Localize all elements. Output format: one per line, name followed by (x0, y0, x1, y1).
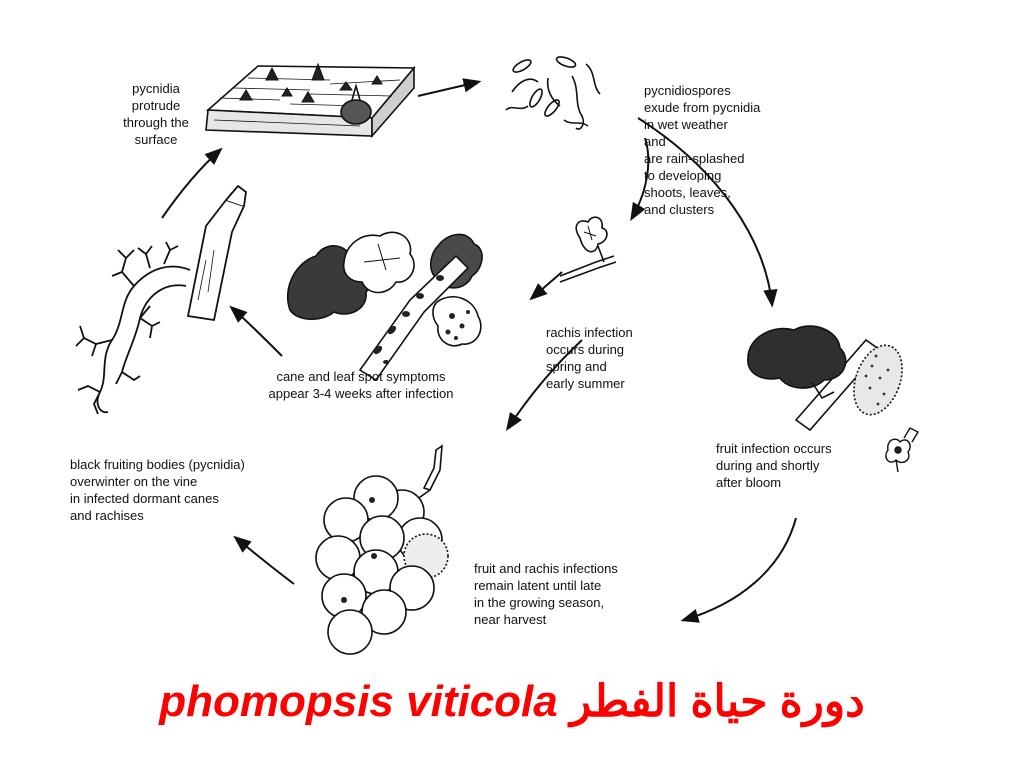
label-cane-leaf-symptoms: cane and leaf spot symptoms appear 3-4 w… (268, 369, 454, 401)
arrow-shoot-to-leaves (529, 271, 563, 301)
infected-leaves-and-shoot (286, 231, 483, 382)
dormant-vine-cane (75, 184, 247, 415)
label-rachis-infection: rachis infection occurs during spring an… (546, 325, 633, 391)
label-fruit-infection: fruit infection occurs during and shortl… (716, 441, 832, 490)
grape-cluster (315, 444, 449, 655)
infected-bark-block (205, 62, 416, 139)
arrow-cluster-to-overwinter (233, 535, 295, 585)
infected-rachis-and-leaf (747, 325, 903, 432)
cane-trunk (186, 198, 246, 322)
grape-flower (885, 427, 919, 473)
arrow-leaves-to-cane (229, 305, 283, 357)
arrow-fruit-infection-to-latent (680, 517, 797, 623)
label-pycnidiospores-exude: pycnidiospores exude from pycnidia in we… (644, 83, 761, 217)
stippled-fruit (853, 344, 903, 416)
arrow-bark-to-spores (417, 78, 482, 97)
arrow-spores-to-shoot (630, 137, 650, 222)
page-title: phomopsis viticola دورة حياة الفطر (0, 676, 1024, 728)
lower-spotted-leaf (432, 296, 482, 347)
arrow-rachis-to-cluster (506, 339, 583, 431)
label-pycnidia-protrude: pycnidia protrude through the surface (123, 81, 189, 147)
pycnidiospores (505, 56, 601, 130)
dark-leaf-infection (747, 325, 847, 389)
pycnidium-cross-section (340, 99, 372, 125)
tendril-main (96, 265, 191, 414)
healthy-leaf (342, 231, 415, 294)
arrow-vine-to-bark (161, 147, 223, 219)
cycle-arrows (161, 78, 797, 623)
infected-cane-segment (358, 254, 470, 382)
label-black-fruiting-bodies: black fruiting bodies (pycnidia) overwin… (70, 457, 245, 523)
title-arabic: دورة حياة الفطر (569, 677, 865, 726)
young-shoot (559, 216, 617, 283)
pycnidia-bumps (239, 62, 383, 103)
label-latent-infections: fruit and rachis infections remain laten… (474, 561, 618, 627)
arrow-spores-to-fruit (637, 117, 778, 308)
title-latin: phomopsis viticola (159, 677, 558, 726)
